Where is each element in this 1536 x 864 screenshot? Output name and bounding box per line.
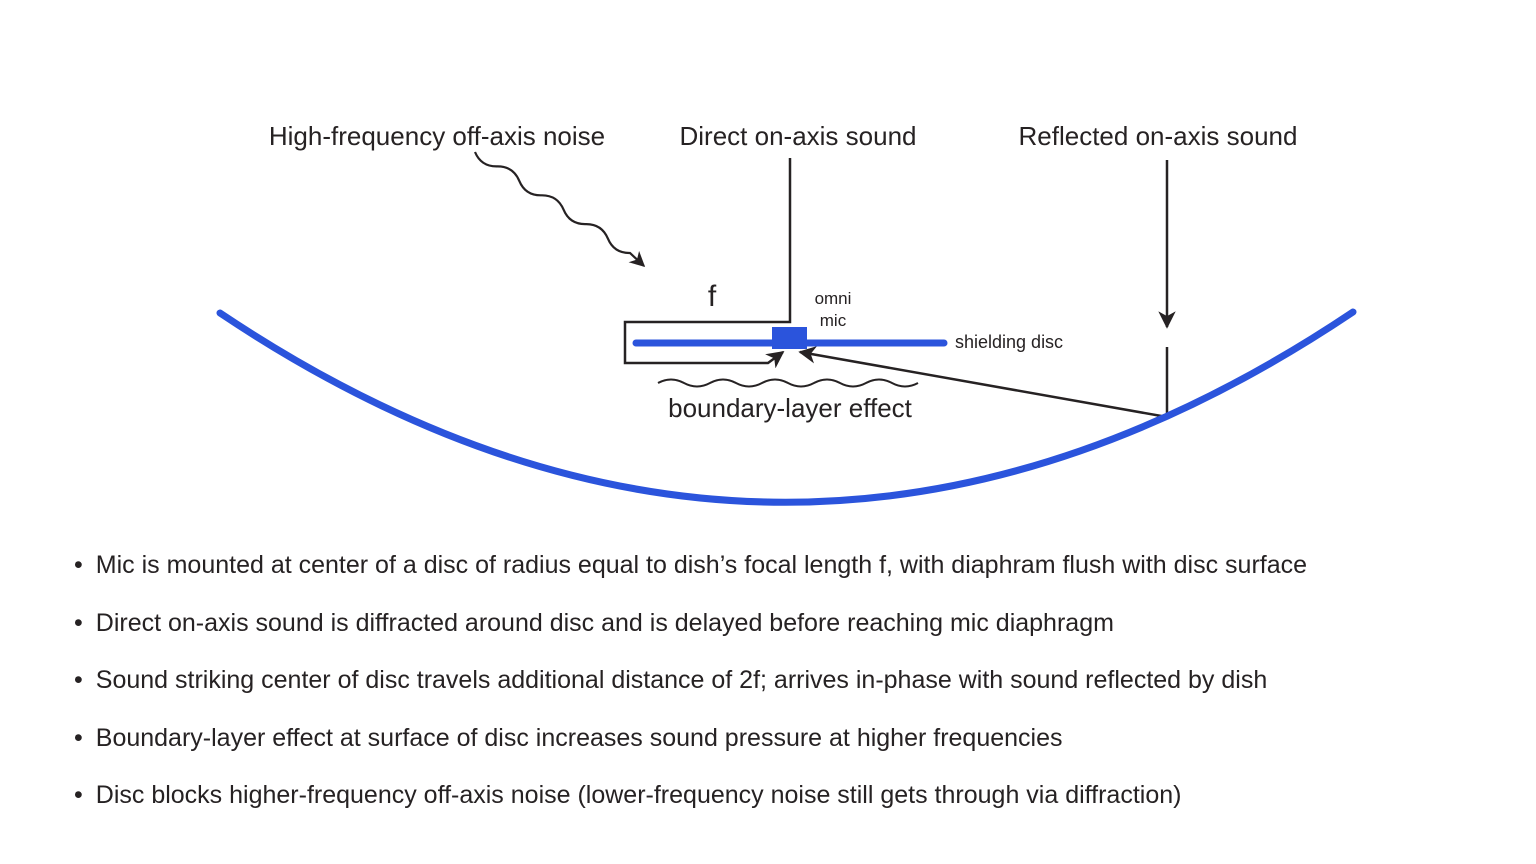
omni-label: omni (815, 289, 852, 308)
bullet-dot: • (74, 723, 83, 752)
bullet-text: Mic is mounted at center of a disc of ra… (95, 551, 1308, 580)
direct-sound-line-and-focal-bracket (623, 158, 792, 369)
bullet-item: • Boundary-layer effect at surface of di… (74, 710, 1307, 768)
bullet-dot: • (74, 551, 83, 580)
reflected-sound-label: Reflected on-axis sound (1019, 121, 1298, 151)
mic-label: mic (820, 311, 847, 330)
omni-mic-block (772, 327, 807, 349)
reflected-path-to-mic-arrow (798, 346, 1168, 419)
bullet-text: Disc blocks higher-frequency off-axis no… (95, 781, 1182, 810)
direct-sound-label: Direct on-axis sound (680, 121, 917, 151)
shielding-disc-label: shielding disc (955, 332, 1063, 352)
focal-length-label: f (708, 280, 717, 313)
bullet-dot: • (74, 666, 83, 695)
bullet-text: Boundary-layer effect at surface of disc… (95, 723, 1063, 752)
high-frequency-noise-arrow (473, 151, 646, 268)
bullet-item: • Mic is mounted at center of a disc of … (74, 537, 1307, 595)
parabolic-dish-curve (216, 308, 1357, 506)
bullet-text: Sound striking center of disc travels ad… (95, 666, 1268, 695)
bullet-dot: • (74, 608, 83, 637)
boundary-layer-wave (657, 378, 919, 388)
bullet-item: • Disc blocks higher-frequency off-axis … (74, 767, 1307, 825)
boundary-layer-label: boundary-layer effect (668, 393, 913, 423)
high-frequency-noise-label: High-frequency off-axis noise (269, 121, 605, 151)
bullet-dot: • (74, 781, 83, 810)
bullet-item: • Sound striking center of disc travels … (74, 652, 1307, 710)
explanation-bullet-list: • Mic is mounted at center of a disc of … (74, 537, 1307, 825)
diagram-canvas: High-frequency off-axis noise Direct on-… (216, 121, 1357, 506)
bullet-item: • Direct on-axis sound is diffracted aro… (74, 595, 1307, 653)
bullet-text: Direct on-axis sound is diffracted aroun… (95, 608, 1114, 637)
